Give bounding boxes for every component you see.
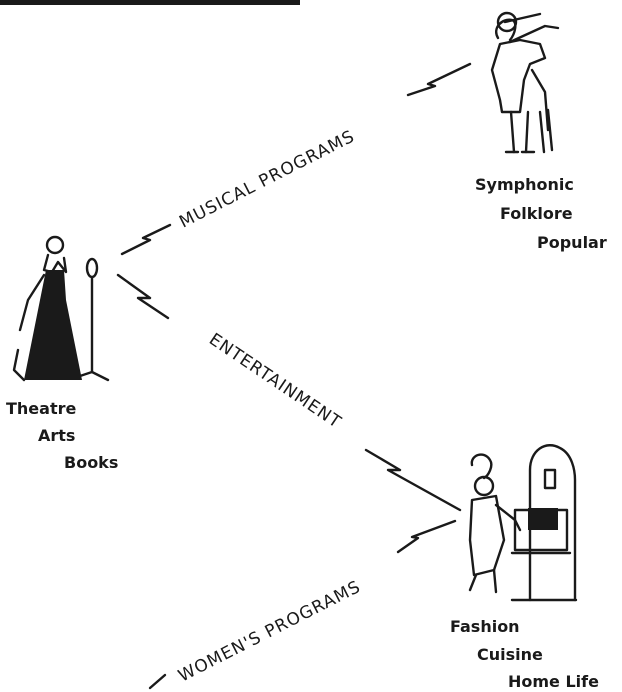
- cropped-title-fragment: [0, 0, 300, 5]
- connector-womens: [148, 519, 457, 690]
- singer-caption-line-3: Books: [64, 453, 119, 472]
- conductor-caption-line-2: Folklore: [500, 204, 573, 223]
- singer-caption-line-2: Arts: [38, 426, 76, 445]
- connector-entertainment: [116, 273, 462, 512]
- chef-caption-line-3: Home Life: [508, 672, 599, 691]
- chef-caption-line-1: Fashion: [450, 617, 520, 636]
- chef-icon: [468, 444, 578, 602]
- singer-caption-line-1: Theatre: [6, 399, 77, 418]
- route-label-musical: MUSICAL PROGRAMS: [176, 127, 358, 233]
- route-label-entertainment: ENTERTAINMENT: [205, 330, 345, 433]
- chef-caption-line-2: Cuisine: [477, 645, 543, 664]
- conductor-icon: [490, 11, 560, 154]
- connector-musical: [120, 62, 472, 256]
- conductor-caption-line-3: Popular: [537, 233, 607, 252]
- singer-icon: [12, 235, 110, 382]
- route-label-womens: WOMEN'S PROGRAMS: [175, 577, 364, 687]
- conductor-caption-line-1: Symphonic: [475, 175, 574, 194]
